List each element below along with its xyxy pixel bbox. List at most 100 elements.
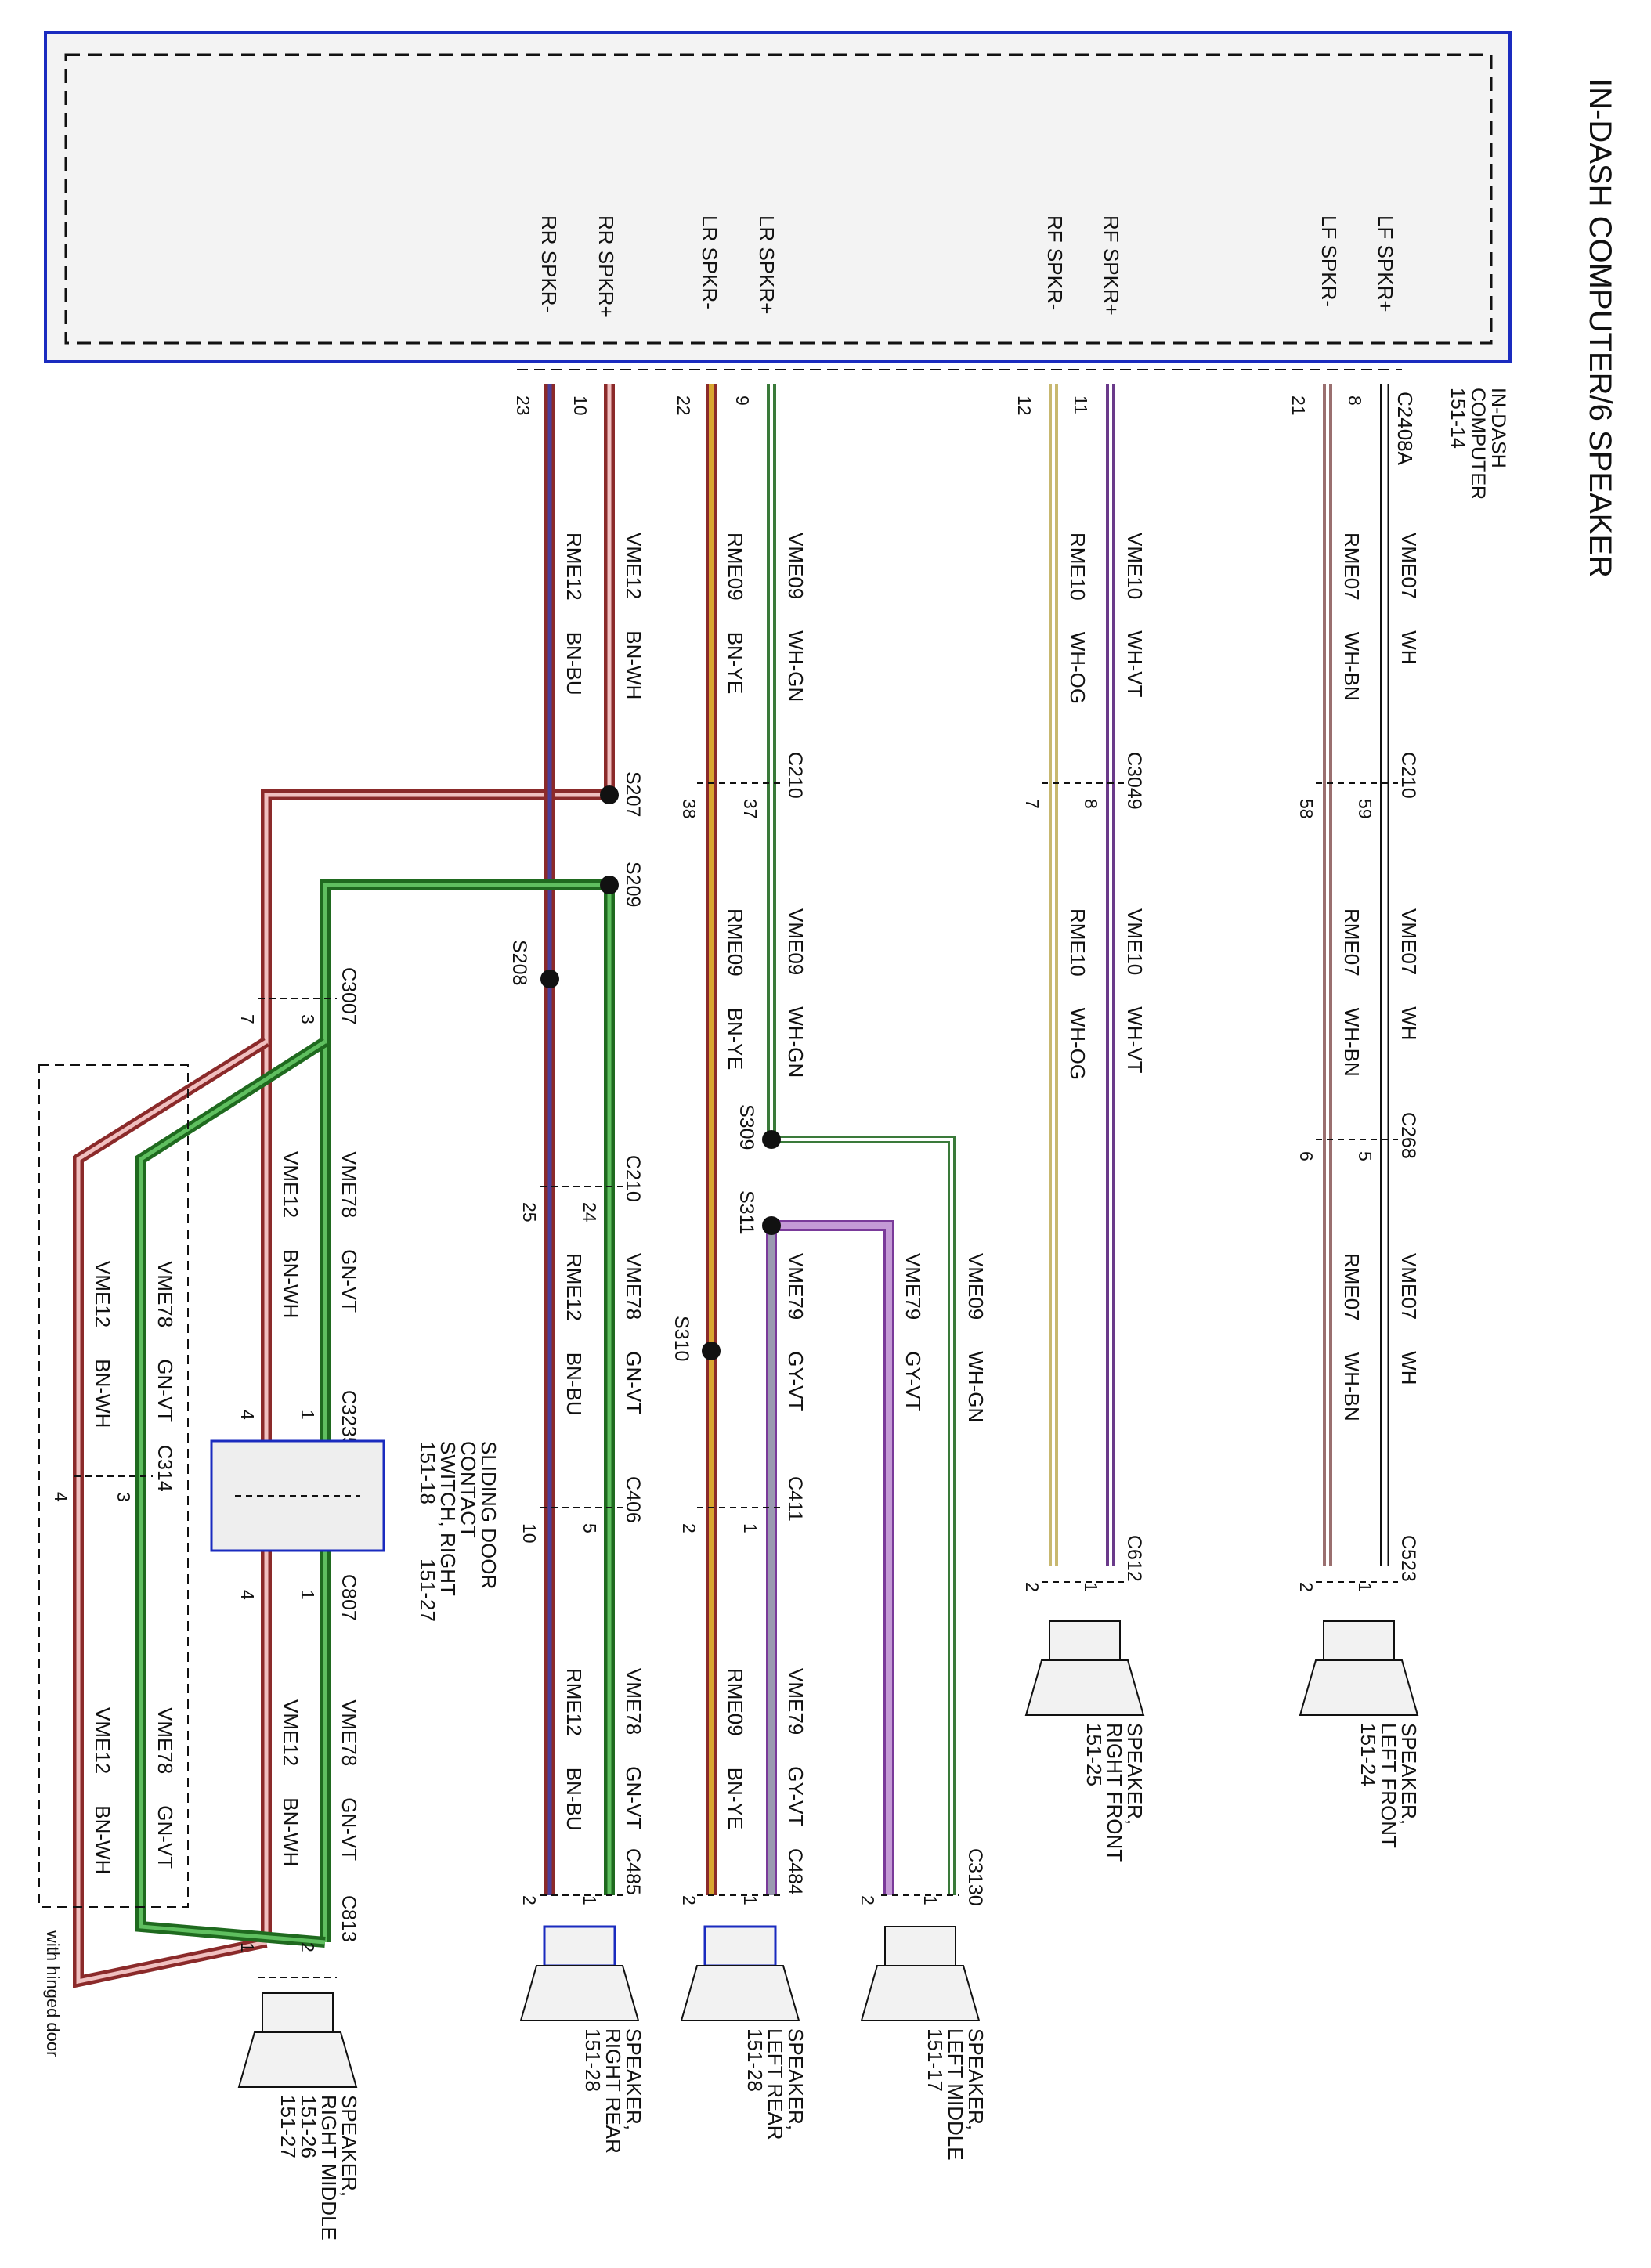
svg-text:2: 2 (679, 1895, 699, 1905)
svg-text:RME10WH-OG: RME10WH-OG (1066, 908, 1089, 1080)
svg-text:2: 2 (679, 1523, 699, 1533)
svg-text:VME07WH: VME07WH (1397, 908, 1421, 1041)
svg-text:3: 3 (114, 1492, 134, 1502)
svg-text:37: 37 (740, 799, 760, 819)
svg-text:VME78GN-VT: VME78GN-VT (622, 1668, 645, 1829)
connector-c3049: C3049 8 7 (1022, 752, 1145, 810)
svg-text:LEFT REAR: LEFT REAR (764, 2028, 787, 2140)
connector-c3007: C3007 3 7 (237, 967, 359, 1025)
svg-text:RR SPKR+: RR SPKR+ (594, 215, 618, 318)
splice-s209: S209 (600, 861, 644, 907)
svg-text:4: 4 (237, 1410, 258, 1420)
svg-text:RME07WH-BN: RME07WH-BN (1340, 908, 1364, 1077)
svg-text:SPEAKER,: SPEAKER, (338, 2095, 361, 2197)
svg-text:C210: C210 (622, 1155, 644, 1202)
svg-text:8: 8 (1081, 799, 1101, 809)
svg-text:SLIDING DOOR: SLIDING DOOR (477, 1441, 500, 1589)
svg-text:SWITCH, RIGHT: SWITCH, RIGHT (436, 1441, 460, 1596)
svg-text:S209: S209 (622, 861, 644, 907)
speaker-left-rear: C484 1 2 SPEAKER, LEFT REAR 151-28 (679, 1848, 807, 2140)
svg-text:25: 25 (519, 1202, 540, 1222)
hinged-door-note: with hinged door (43, 1930, 63, 2057)
svg-text:SPEAKER,: SPEAKER, (1123, 1723, 1147, 1825)
svg-text:RME12BN-BU: RME12BN-BU (562, 1668, 586, 1831)
svg-text:S309: S309 (735, 1104, 757, 1150)
svg-text:RR SPKR-: RR SPKR- (537, 215, 561, 312)
svg-text:SPEAKER,: SPEAKER, (1397, 1723, 1421, 1825)
module-pin-labels: LF SPKR+ LF SPKR- RF SPKR+ RF SPKR- LR S… (537, 215, 1397, 318)
svg-text:RME07WH-BN: RME07WH-BN (1340, 1253, 1364, 1421)
svg-text:22: 22 (674, 395, 694, 416)
connector-c406: C406 5 10 (519, 1476, 644, 1544)
svg-text:VME78GN-VT: VME78GN-VT (622, 1253, 645, 1414)
svg-text:151-26: 151-26 (297, 2095, 320, 2158)
in-dash-computer-module (44, 31, 1512, 363)
svg-text:VME12BN-WH: VME12BN-WH (279, 1151, 302, 1318)
connector-c314: C314 3 4 (51, 1445, 175, 1502)
svg-text:2: 2 (1296, 1582, 1317, 1592)
svg-text:C314: C314 (154, 1445, 175, 1492)
svg-text:SPEAKER,: SPEAKER, (964, 2028, 988, 2130)
svg-text:LF SPKR+: LF SPKR+ (1374, 215, 1397, 312)
svg-text:151-27: 151-27 (276, 2095, 300, 2158)
svg-text:1: 1 (1081, 1582, 1101, 1592)
svg-text:12: 12 (1014, 395, 1035, 416)
svg-text:7: 7 (237, 1014, 258, 1024)
svg-text:C484: C484 (784, 1848, 806, 1895)
svg-text:10: 10 (519, 1523, 540, 1544)
svg-text:LR SPKR+: LR SPKR+ (755, 215, 779, 314)
svg-text:2: 2 (519, 1895, 540, 1905)
svg-text:RME09BN-YE: RME09BN-YE (724, 908, 747, 1070)
svg-text:S207: S207 (622, 771, 644, 817)
svg-text:CONTACT: CONTACT (457, 1441, 480, 1538)
connector-c3235: C3235 1 4 (237, 1390, 359, 1448)
svg-text:10: 10 (570, 395, 591, 416)
svg-text:5: 5 (1355, 1151, 1375, 1161)
svg-text:1: 1 (298, 1590, 318, 1600)
svg-text:C406: C406 (622, 1476, 644, 1523)
svg-text:2: 2 (858, 1895, 878, 1905)
svg-text:VME78GN-VT: VME78GN-VT (154, 1261, 177, 1422)
circuit-labels: VME07WH RME07WH-BN VME10WH-VT RME10WH-OG… (91, 533, 1421, 1874)
svg-text:C411: C411 (784, 1476, 806, 1522)
connector-c210-lr: C210 37 38 (679, 752, 806, 819)
module-label: IN-DASH COMPUTER 151-14 (1447, 388, 1509, 500)
connector-c411: C411 1 2 (679, 1476, 806, 1533)
svg-text:VME12BN-WH: VME12BN-WH (91, 1707, 114, 1874)
svg-text:7: 7 (1022, 799, 1042, 809)
svg-text:VME10WH-VT: VME10WH-VT (1123, 533, 1147, 698)
svg-text:2: 2 (1022, 1582, 1042, 1592)
svg-text:VME09WH-GN: VME09WH-GN (964, 1253, 988, 1422)
wire-vme09 (767, 384, 956, 1895)
svg-text:VME07WH: VME07WH (1397, 533, 1421, 665)
svg-text:23: 23 (513, 395, 533, 416)
svg-text:SPEAKER,: SPEAKER, (784, 2028, 807, 2130)
svg-text:151-24: 151-24 (1357, 1723, 1380, 1786)
svg-text:1: 1 (740, 1523, 760, 1533)
svg-text:21: 21 (1288, 395, 1309, 416)
svg-text:S310: S310 (670, 1316, 692, 1361)
svg-text:151-18: 151-18 (416, 1441, 439, 1504)
svg-text:VME09WH-GN: VME09WH-GN (784, 533, 807, 702)
svg-text:RME12BN-BU: RME12BN-BU (562, 1253, 586, 1416)
svg-text:59: 59 (1355, 799, 1375, 819)
svg-text:5: 5 (580, 1523, 600, 1533)
connector-c2408a: C2408A (1393, 392, 1417, 466)
svg-text:1: 1 (580, 1895, 600, 1905)
svg-text:RIGHT REAR: RIGHT REAR (602, 2028, 625, 2154)
svg-text:C268: C268 (1397, 1112, 1419, 1159)
svg-text:151-25: 151-25 (1082, 1723, 1106, 1786)
svg-text:VME78GN-VT: VME78GN-VT (338, 1699, 361, 1861)
svg-text:RIGHT FRONT: RIGHT FRONT (1103, 1723, 1126, 1862)
svg-text:C485: C485 (622, 1848, 644, 1895)
svg-text:6: 6 (1296, 1151, 1317, 1161)
svg-text:151-14: 151-14 (1447, 388, 1469, 449)
page-title: IN-DASH COMPUTER/6 SPEAKER (1583, 78, 1617, 578)
svg-text:RIGHT MIDDLE: RIGHT MIDDLE (317, 2095, 341, 2241)
connector-c813: C813 2 1 (237, 1895, 359, 1952)
svg-text:151-28: 151-28 (581, 2028, 605, 2092)
svg-text:11: 11 (1071, 395, 1091, 414)
svg-text:1: 1 (298, 1410, 318, 1420)
svg-text:3: 3 (298, 1014, 318, 1024)
svg-text:RF SPKR-: RF SPKR- (1043, 215, 1067, 310)
